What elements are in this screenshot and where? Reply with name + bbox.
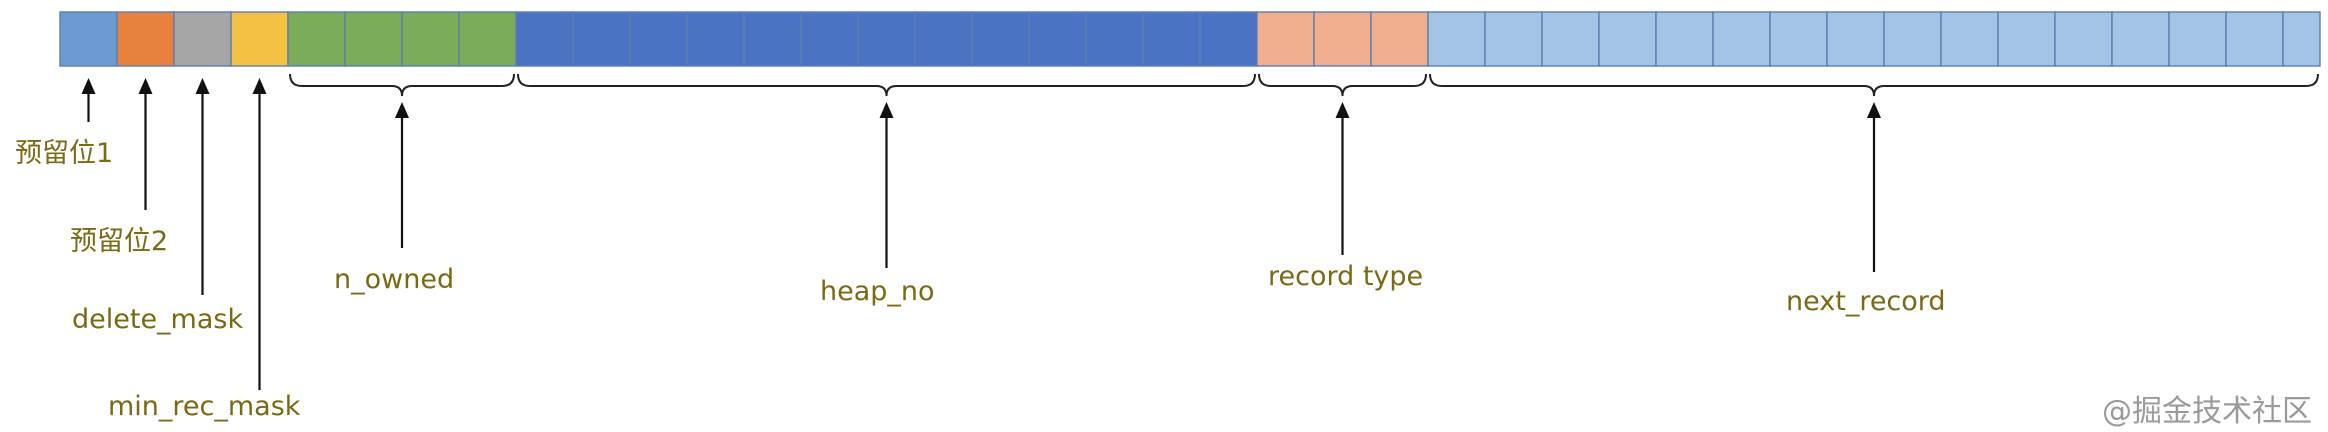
bit-cell-next_record xyxy=(1883,11,1942,67)
bit-cell-min_rec_mask xyxy=(230,11,289,67)
bit-cell-n_owned xyxy=(344,11,403,67)
brace-heap_no xyxy=(517,73,1256,97)
bit-cell-n_owned xyxy=(287,11,346,67)
bit-cell-next_record xyxy=(2111,11,2170,67)
bit-cell-heap_no xyxy=(857,11,916,67)
bit-cell-heap_no xyxy=(686,11,745,67)
label-record-type: record type xyxy=(1268,261,1423,292)
bit-cell-heap_no xyxy=(515,11,574,67)
arrowhead-min_rec_mask xyxy=(252,78,267,94)
bit-cell-record_type xyxy=(1370,11,1429,67)
bit-cell-record_type xyxy=(1256,11,1315,67)
bit-cell-n_owned xyxy=(458,11,517,67)
bit-cell-heap_no xyxy=(572,11,631,67)
brace-next_record xyxy=(1429,73,2319,97)
label-heap-no: heap_no xyxy=(820,276,935,307)
arrowhead-record_type xyxy=(1335,102,1350,118)
bit-cell-heap_no xyxy=(971,11,1030,67)
bit-cell-next_record xyxy=(1826,11,1885,67)
bit-cell-next_record xyxy=(2225,11,2284,67)
bit-cell-heap_no xyxy=(1199,11,1258,67)
label-reserved1: 预留位1 xyxy=(15,138,113,169)
bit-cell-next_record xyxy=(1484,11,1543,67)
bit-cell-next_record xyxy=(1712,11,1771,67)
field-labels: 预留位1 预留位2 delete_mask min_rec_mask n_own… xyxy=(15,138,1946,422)
bit-cell-next_record xyxy=(2168,11,2227,67)
brace-n_owned xyxy=(289,73,515,97)
bit-segments xyxy=(59,11,2321,67)
bit-cell-heap_no xyxy=(800,11,859,67)
bit-cell-next_record xyxy=(2282,11,2321,67)
bit-cell-heap_no xyxy=(629,11,688,67)
arrowhead-heap_no xyxy=(879,102,894,118)
bit-cell-delete_mask xyxy=(173,11,232,67)
label-n-owned: n_owned xyxy=(334,264,454,295)
bit-cell-next_record xyxy=(1655,11,1714,67)
arrowhead-reserved1 xyxy=(81,78,96,94)
arrowhead-n_owned xyxy=(395,102,409,118)
label-next-record: next_record xyxy=(1786,286,1946,317)
label-min-rec-mask: min_rec_mask xyxy=(108,391,301,422)
arrowhead-next_record xyxy=(1867,102,1881,118)
bit-cell-next_record xyxy=(1598,11,1657,67)
bit-cell-heap_no xyxy=(914,11,973,67)
watermark-text: @掘金技术社区 xyxy=(2102,394,2312,429)
bit-cell-heap_no xyxy=(1028,11,1087,67)
bit-cell-heap_no xyxy=(743,11,802,67)
bit-cell-next_record xyxy=(1427,11,1486,67)
arrowhead-delete_mask xyxy=(195,78,210,94)
bit-cell-reserved2 xyxy=(116,11,175,67)
bit-cell-next_record xyxy=(1940,11,1999,67)
bit-cell-n_owned xyxy=(401,11,460,67)
arrowhead-reserved2 xyxy=(138,78,153,94)
bit-cell-heap_no xyxy=(1085,11,1144,67)
label-delete-mask: delete_mask xyxy=(72,304,243,335)
bit-cell-heap_no xyxy=(1142,11,1201,67)
brace-record_type xyxy=(1258,73,1427,97)
bit-cell-next_record xyxy=(1769,11,1828,67)
bit-cell-next_record xyxy=(2054,11,2113,67)
label-arrows xyxy=(81,78,1881,390)
bit-cell-reserved1 xyxy=(59,11,118,67)
field-braces xyxy=(289,73,2319,97)
label-reserved2: 预留位2 xyxy=(70,226,168,257)
bit-cell-record_type xyxy=(1313,11,1372,67)
bit-cell-next_record xyxy=(1997,11,2056,67)
bit-cell-next_record xyxy=(1541,11,1600,67)
